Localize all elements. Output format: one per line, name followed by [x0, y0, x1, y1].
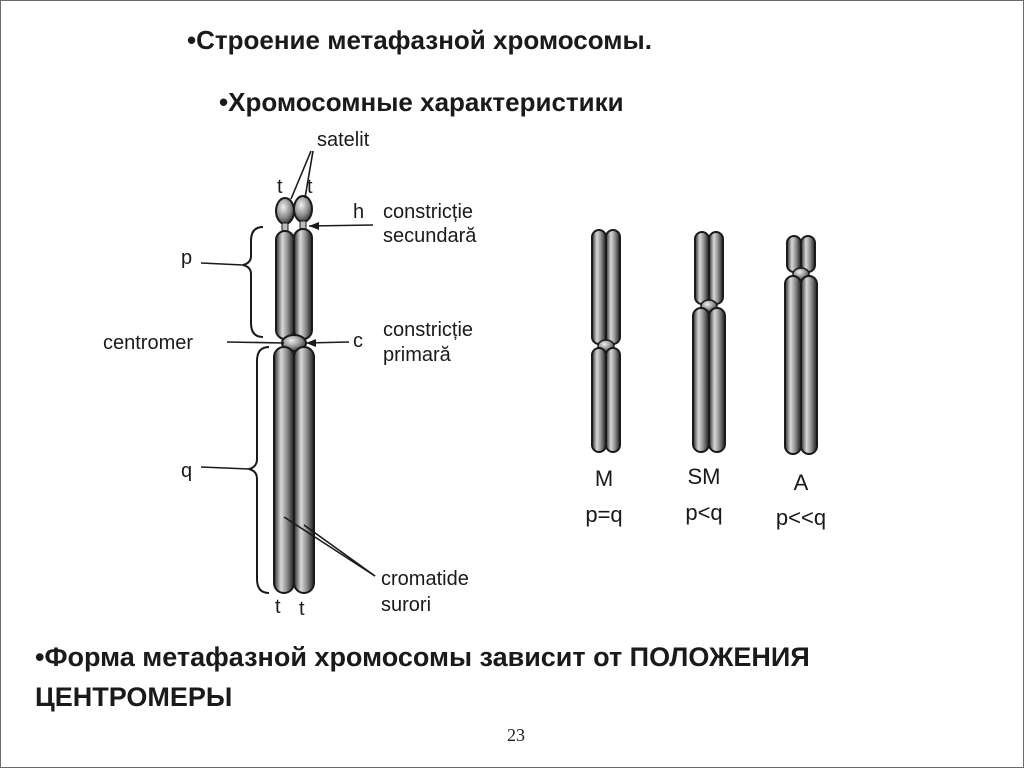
metacentric-chromosome [591, 229, 621, 453]
q-brace [248, 346, 270, 594]
type-code-sm: SM [688, 464, 721, 489]
c-label: c [353, 330, 363, 352]
acrocentric-chromosome [784, 235, 818, 455]
main-chromosome [273, 195, 315, 594]
constrictie-secundara-label-line1: constricție [383, 201, 473, 223]
q-arm-right [293, 346, 315, 594]
type-ratio-a: p<<q [776, 505, 826, 530]
satelit-label: satelit [317, 129, 370, 151]
slide-title: •Строение метафазной хромосомы. [187, 25, 652, 55]
telomere-label-bottom-left: t [275, 596, 281, 618]
q-label: q [181, 460, 192, 482]
centromer-label: centromer [103, 332, 193, 354]
p-label: p [181, 247, 192, 269]
p-arm-left [275, 230, 295, 340]
telomere-label-bottom-right: t [299, 598, 305, 620]
cromatide-surori-label-line2: surori [381, 594, 431, 616]
page-number: 23 [507, 725, 525, 745]
telomere-label-top-right: t [307, 176, 313, 198]
satellite-right [293, 195, 313, 223]
p-brace [242, 226, 264, 338]
telomere-label-top-left: t [277, 176, 283, 198]
type-ratio-m: p=q [585, 502, 622, 527]
p-arm-right [293, 228, 313, 340]
constrictie-primara-label-line2: primară [383, 344, 452, 366]
constrictie-primara-label-line1: constricție [383, 319, 473, 341]
submetacentric-chromosome [692, 231, 726, 453]
q-arm-left [273, 346, 295, 594]
satellite-left [275, 197, 295, 225]
constrictie-secundara-label-line2: secundară [383, 225, 477, 247]
type-ratio-sm: p<q [685, 500, 722, 525]
h-label: h [353, 201, 364, 223]
slide-subtitle: •Хромосомные характеристики [219, 87, 624, 117]
type-code-a: A [794, 470, 809, 495]
cromatide-surori-label-line1: cromatide [381, 568, 469, 590]
leader-lines [200, 150, 376, 577]
conclusion-text: •Форма метафазной хромосомы зависит от П… [35, 642, 810, 712]
type-code-m: M [595, 466, 613, 491]
